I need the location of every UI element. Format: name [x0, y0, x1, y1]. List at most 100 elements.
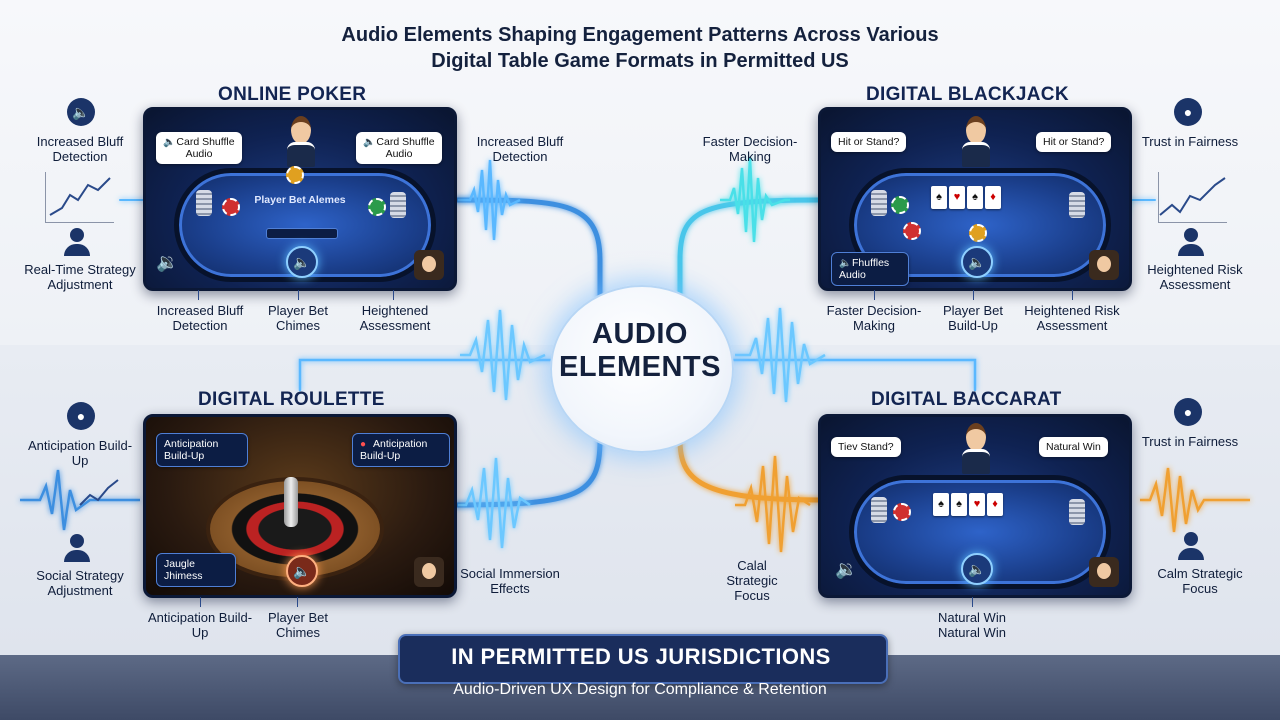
baccarat-right-top-label: Trust in Fairness — [1141, 434, 1239, 449]
blackjack-wave-left — [720, 157, 790, 243]
roulette-bottom-label-1: Anticipation Build-Up — [147, 610, 253, 640]
person-icon: ● — [1174, 98, 1202, 126]
blackjack-audio-badge: 🔈Fhuffles Audio — [831, 252, 909, 286]
banner-text: IN PERMITTED US JURISDICTIONS — [451, 644, 831, 669]
baccarat-title: DIGITAL BACCARAT — [871, 389, 1062, 410]
footer-subtitle: Audio-Driven UX Design for Compliance & … — [453, 681, 827, 698]
card-icon: ♠ — [951, 493, 967, 516]
speaker-icon: 🔉 — [156, 252, 179, 272]
chip-icon — [903, 222, 921, 240]
trend-chart-icon — [1158, 172, 1227, 223]
chip-stack — [196, 190, 212, 216]
baccarat-wave-right — [1140, 467, 1250, 533]
blackjack-bottom-label-3: Heightened Risk Assessment — [1024, 303, 1120, 333]
tick — [393, 290, 394, 300]
baccarat-wave-left — [735, 455, 811, 553]
card-icon: ♠ — [933, 493, 949, 516]
baccarat-bubble-right: Natural Win — [1039, 437, 1108, 457]
tick — [1072, 290, 1073, 300]
baccarat-right-bottom-label: Calm Strategic Focus — [1157, 566, 1243, 596]
speaker-button[interactable]: 🔈 — [961, 553, 993, 585]
hub-line-2: ELEMENTS — [559, 351, 721, 383]
card-icon: ♥ — [949, 186, 965, 209]
person-icon: ● — [67, 402, 95, 430]
person-icon — [1176, 228, 1206, 258]
speaker-icon: 🔉 — [835, 559, 858, 579]
baccarat-bottom-label-2: Natural Win — [938, 625, 1006, 640]
poker-left-top-label: Increased Bluff Detection — [36, 134, 124, 164]
card-icon: ♥ — [969, 493, 985, 516]
roulette-left-top-label: Anticipation Build-Up — [27, 438, 133, 468]
baccarat-scene: Tiev Stand? Natural Win ♠ ♠ ♥ ♦ 🔉 🔈 — [818, 414, 1132, 598]
blackjack-right-top-label: Trust in Fairness — [1141, 134, 1239, 149]
tick — [972, 597, 973, 607]
jurisdiction-banner — [398, 634, 888, 684]
hub-label: AUDIO ELEMENTS — [550, 318, 730, 384]
roulette-left-bottom-label: Social Strategy Adjustment — [36, 568, 124, 598]
tick — [298, 290, 299, 300]
roulette-bubble-left: Anticipation Build-Up — [156, 433, 248, 467]
blackjack-right-bottom-label: Heightened Risk Assessment — [1147, 262, 1243, 292]
card-icon: ♦ — [987, 493, 1003, 516]
blackjack-trend-line — [1159, 177, 1226, 216]
roulette-bubble-bottom: Jaugle Jhimess — [156, 553, 236, 587]
roulette-title: DIGITAL ROULETTE — [198, 389, 385, 410]
chip-icon — [891, 196, 909, 214]
speaker-icon: 🔈 — [839, 258, 852, 269]
speaker-button[interactable]: 🔈 — [286, 555, 318, 587]
blackjack-connector — [677, 197, 821, 303]
dealer-avatar — [287, 116, 315, 167]
speaker-icon: 🔈 — [363, 137, 376, 148]
trend-chart-icon — [45, 172, 114, 223]
poker-connector-label: Increased Bluff Detection — [476, 134, 564, 164]
baccarat-bubble-left: Tiev Stand? — [831, 437, 901, 457]
poker-trend-line — [49, 177, 111, 216]
poker-bottom-label-2: Player Bet Chimes — [268, 303, 328, 333]
chip-stack — [390, 192, 406, 218]
tick — [200, 597, 201, 607]
poker-bottom-label-3: Heightened Assessment — [359, 303, 431, 333]
tick — [297, 597, 298, 607]
blackjack-bubble-right: Hit or Stand? — [1036, 132, 1112, 152]
speaker-button[interactable]: 🔈 — [961, 246, 993, 278]
poker-bubble-right: 🔈Card Shuffle Audio — [356, 132, 442, 164]
roulette-trend-line — [79, 479, 119, 506]
chip-stack — [1069, 192, 1085, 218]
chip-stack — [871, 190, 887, 216]
person-icon — [62, 228, 92, 258]
card-icon: ♠ — [967, 186, 983, 209]
title-line-2: Digital Table Game Formats in Permitted … — [431, 50, 849, 72]
bet-slot — [266, 228, 338, 239]
poker-bubble-left: 🔈Card Shuffle Audio — [156, 132, 242, 164]
title-line-1: Audio Elements Shaping Engagement Patter… — [341, 24, 939, 46]
hub-line-1: AUDIO — [592, 318, 688, 350]
blackjack-connector-label: Faster Decision-Making — [702, 134, 798, 164]
speaker-button[interactable]: 🔈 — [286, 246, 318, 278]
person-icon — [1176, 532, 1206, 562]
player-avatar — [414, 250, 444, 280]
blackjack-bubble-left: Hit or Stand? — [831, 132, 907, 152]
poker-scene: 🔈Card Shuffle Audio 🔈Card Shuffle Audio … — [143, 107, 457, 291]
hub-wave-left — [460, 309, 546, 401]
chip-icon — [368, 198, 386, 216]
blackjack-title: DIGITAL BLACKJACK — [866, 84, 1069, 105]
roulette-scene: Anticipation Build-Up ●Anticipation Buil… — [143, 414, 457, 598]
hub-wave-right — [735, 307, 826, 403]
card-icon: ♠ — [931, 186, 947, 209]
page-title: Audio Elements Shaping Engagement Patter… — [240, 22, 1040, 74]
dealer-avatar — [962, 116, 990, 167]
baccarat-connector-label: Calal Strategic Focus — [726, 558, 778, 603]
player-avatar — [1089, 250, 1119, 280]
poker-title: ONLINE POKER — [218, 84, 367, 105]
roulette-wave — [458, 457, 531, 549]
poker-left-bottom-label: Real-Time Strategy Adjustment — [24, 262, 136, 292]
chip-icon — [222, 198, 240, 216]
speaker-icon: ● — [360, 439, 367, 450]
poker-connector — [452, 197, 603, 303]
person-icon — [62, 534, 92, 564]
poker-table-label: Player Bet Alemes — [254, 194, 346, 206]
card-icon: ♦ — [985, 186, 1001, 209]
dealer-avatar — [962, 423, 990, 474]
player-avatar — [1089, 557, 1119, 587]
